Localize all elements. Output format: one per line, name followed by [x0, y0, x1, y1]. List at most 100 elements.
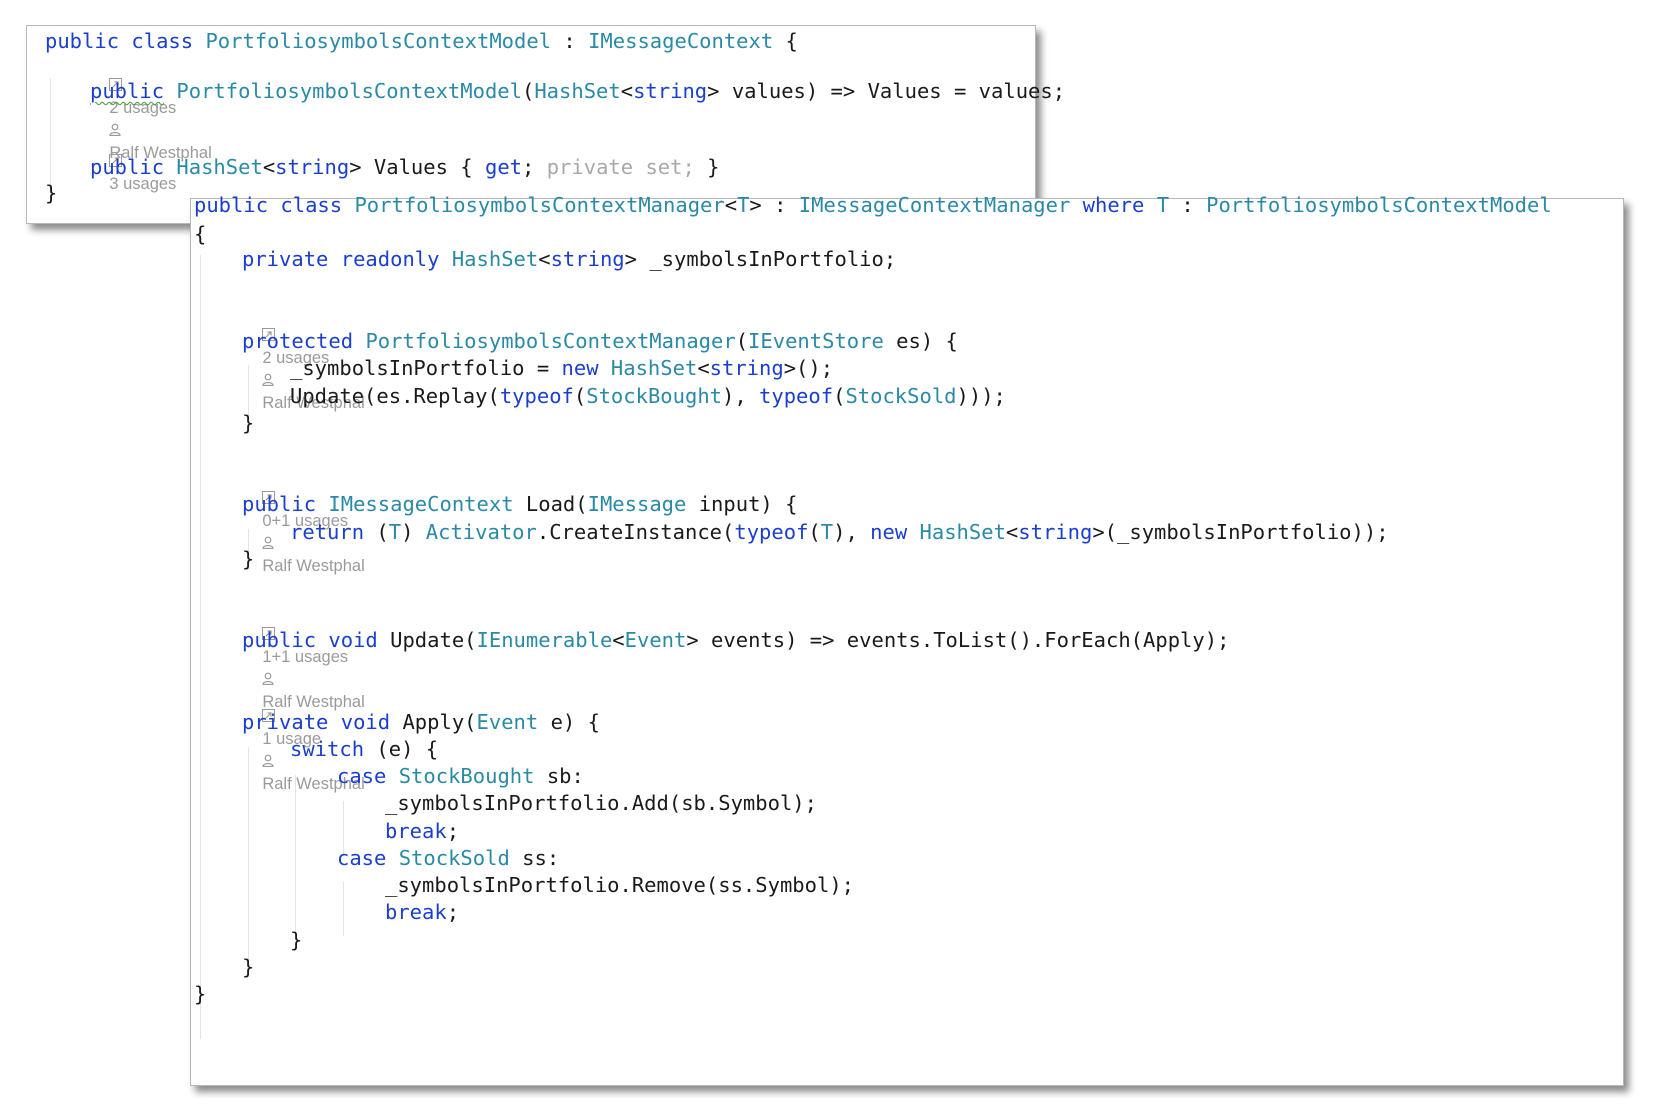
code-token: void [328, 628, 378, 652]
code-token: public [242, 628, 317, 652]
code-line-apply-signature[interactable]: private void Apply(Event e) { [242, 707, 600, 737]
code-line-remove-symbol[interactable]: _symbolsInPortfolio.Remove(ss.Symbol); [385, 870, 854, 900]
code-vision-hint[interactable]: 3 usages [91, 128, 176, 193]
usages-icon [262, 325, 276, 347]
code-token: < [538, 247, 551, 271]
code-line-constructor-body[interactable]: Update(es.Replay(typeof(StockBought), ty… [290, 381, 1006, 411]
code-token: IMessage [587, 492, 687, 516]
code-token: < [1005, 520, 1019, 544]
code-line-add-symbol[interactable]: _symbolsInPortfolio.Add(sb.Symbol); [385, 788, 817, 818]
code-token: Event [476, 710, 539, 734]
code-token: string [633, 79, 708, 103]
author-name: Ralf Westphal [262, 394, 365, 412]
code-token: e) { [538, 710, 600, 734]
code-line-constructor-signature[interactable]: protected PortfoliosymbolsContextManager… [242, 326, 958, 356]
code-token: ), [722, 384, 760, 408]
author-icon [109, 120, 121, 142]
code-line-break[interactable]: break; [385, 816, 459, 846]
code-token: public [90, 155, 165, 179]
code-token: } [242, 955, 255, 979]
code-line-field[interactable]: private readonly HashSet<string> _symbol… [242, 244, 896, 274]
indent-guide [248, 365, 249, 433]
code-token: T [737, 193, 750, 217]
code-token: readonly [340, 247, 440, 271]
code-line-constructor-body[interactable]: _symbolsInPortfolio = new HashSet<string… [290, 353, 833, 383]
code-token: .CreateInstance( [536, 520, 735, 544]
code-line-constructor[interactable]: public PortfoliosymbolsContextModel(Hash… [90, 76, 1065, 106]
code-token [316, 628, 328, 652]
indent-guide [50, 78, 51, 200]
code-token: private [242, 710, 329, 734]
code-token: > : [749, 193, 799, 217]
code-line-update-method[interactable]: public void Update(IEnumerable<Event> ev… [242, 625, 1229, 655]
code-token: string [1018, 520, 1093, 544]
code-line-load-body[interactable]: return (T) Activator.CreateInstance(type… [290, 517, 1389, 547]
indent-guide [343, 882, 344, 936]
code-token: HashSet [176, 155, 263, 179]
code-token: > Values { [349, 155, 485, 179]
code-line-switch[interactable]: switch (e) { [290, 734, 438, 764]
code-token [193, 29, 205, 53]
code-token: T [1156, 193, 1170, 217]
code-token: } [45, 181, 58, 205]
code-token: string [550, 247, 625, 271]
code-token: HashSet [919, 520, 1006, 544]
author-icon [262, 751, 274, 773]
code-token: break [385, 819, 447, 843]
code-vision-hint[interactable]: 0+1 usages Ralf Westphal [244, 465, 366, 575]
code-line-close-brace[interactable]: } [290, 925, 302, 955]
code-line-close-brace[interactable]: } [242, 544, 254, 574]
code-token: PortfoliosymbolsContextModel [176, 79, 522, 103]
code-vision-hint[interactable]: 2 usages Ralf Westphal [91, 52, 212, 162]
code-line-close-brace[interactable]: } [194, 979, 206, 1009]
code-token: < [697, 356, 710, 380]
code-token: } [242, 411, 255, 435]
code-line-close-brace[interactable]: } [45, 178, 57, 208]
code-token: case [337, 764, 387, 788]
code-token: > values) => Values = values; [707, 79, 1066, 103]
code-vision-hint[interactable]: 1 usage Ralf Westphal [244, 683, 365, 793]
usages-count: 2 usages [262, 349, 330, 367]
code-line-values-property[interactable]: public HashSet<string> Values { get; pri… [90, 152, 720, 182]
code-token: protected [242, 329, 354, 353]
code-token: IMessageContext [588, 29, 774, 53]
author-icon [262, 669, 274, 691]
code-token: typeof [734, 520, 809, 544]
code-vision-hint[interactable]: 2 usages Ralf Westphal [244, 302, 365, 412]
code-token [328, 710, 340, 734]
indent-guide [200, 255, 201, 1039]
code-token: class [131, 29, 194, 53]
code-token: IEventStore [748, 329, 884, 353]
code-token: typeof [759, 384, 834, 408]
code-line-open-brace[interactable]: { [194, 219, 206, 249]
code-token: ( [833, 384, 846, 408]
code-line-close-brace[interactable]: } [242, 408, 254, 438]
code-line-close-brace[interactable]: } [242, 952, 254, 982]
code-token: Update( [377, 628, 477, 652]
code-token: Load( [513, 492, 588, 516]
code-token [386, 764, 398, 788]
model-code-panel: public class PortfoliosymbolsContextMode… [26, 25, 1065, 224]
code-token: StockSold [398, 846, 510, 870]
code-vision-hint[interactable]: 1+1 usages Ralf Westphal [244, 601, 366, 711]
author-icon [262, 370, 274, 392]
usages-count: 2 usages [109, 99, 177, 117]
author-name: Ralf Westphal [262, 557, 365, 575]
code-token: void [340, 710, 391, 734]
code-token: } [242, 547, 255, 571]
indent-guide [248, 747, 249, 967]
code-line-case-stocksold[interactable]: case StockSold ss: [337, 843, 559, 873]
usages-count: 1 usage [262, 730, 322, 748]
code-token: public [242, 492, 317, 516]
indent-guide [295, 775, 296, 939]
code-token: Event [624, 628, 687, 652]
code-token: } [694, 155, 720, 179]
code-line-class-declaration[interactable]: public class PortfoliosymbolsContextMode… [45, 26, 798, 56]
code-line-case-stockbought[interactable]: case StockBought sb: [337, 761, 584, 791]
code-line-break[interactable]: break; [385, 897, 459, 927]
code-token: IMessageContext [328, 492, 514, 516]
code-line-class-declaration[interactable]: public class PortfoliosymbolsContextMana… [194, 190, 1552, 220]
code-token: : [1169, 193, 1207, 217]
code-line-load-signature[interactable]: public IMessageContext Load(IMessage inp… [242, 489, 797, 519]
code-token: StockBought [398, 764, 535, 788]
